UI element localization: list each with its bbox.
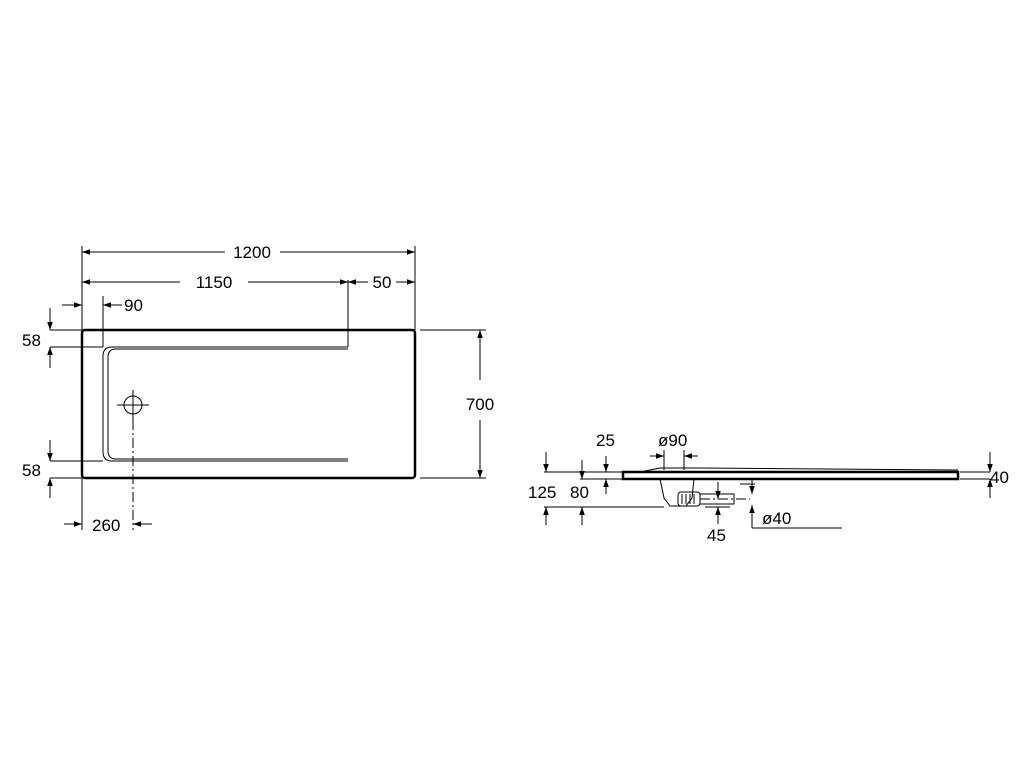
drain-channel (102, 346, 348, 462)
dim-trap-height: 80 (570, 483, 589, 502)
dim-width: 700 (466, 395, 494, 414)
dim-drain-offset: 260 (92, 516, 120, 535)
dim-top-inset: 90 (124, 296, 143, 315)
tray-profile (621, 470, 960, 481)
drain-channel-inner (107, 348, 348, 460)
dim-drain-diameter: ø90 (658, 431, 687, 450)
dim-outlet-diameter: ø40 (762, 509, 791, 528)
dim-edge-offset: 50 (373, 273, 392, 292)
drain-symbol (117, 390, 149, 530)
dim-top-margin: 58 (22, 331, 41, 350)
dim-tray-thickness: 40 (990, 468, 1009, 487)
dim-rim-height: 25 (596, 431, 615, 450)
section-view: 25 ø90 125 80 40 45 ø40 (528, 431, 1009, 545)
plan-view: 1200 1150 50 90 700 58 58 260 (22, 243, 494, 535)
drain-trap (659, 478, 750, 507)
dim-overall-length: 1200 (233, 243, 271, 262)
dim-bottom-margin: 58 (22, 461, 41, 480)
dim-total-height: 125 (528, 483, 556, 502)
dim-inner-length: 1150 (196, 273, 233, 292)
dim-outlet-offset: 45 (707, 526, 726, 545)
tray-outline (80, 328, 417, 480)
